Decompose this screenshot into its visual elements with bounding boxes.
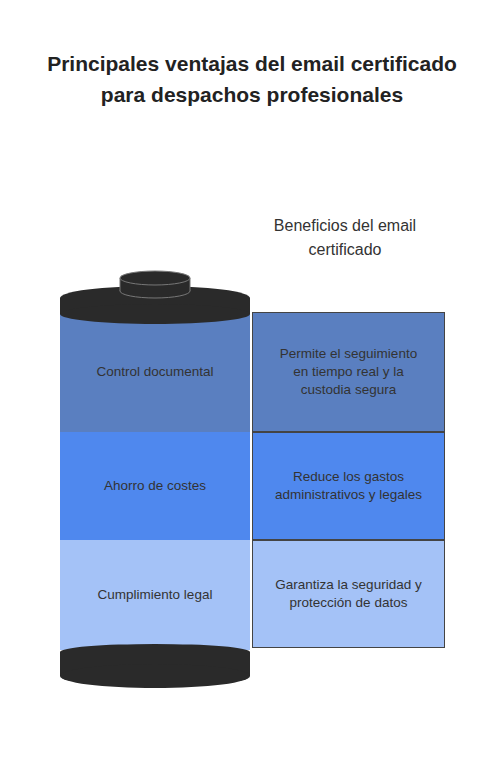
knob-base: [120, 284, 190, 298]
base-bottom: [60, 664, 250, 688]
knob-edge: [120, 278, 121, 291]
node-text: Cumplimiento legal: [70, 586, 240, 604]
node-text: Reduce los gastos administrativos y lega…: [274, 468, 424, 504]
node-text: Garantiza la seguridad y protección de d…: [274, 576, 424, 612]
knob-top: [120, 271, 190, 285]
benefit-box: Permite el seguimiento en tiempo real y …: [252, 312, 445, 432]
cylinder-band: Ahorro de costes: [60, 432, 250, 540]
base-side: [60, 652, 250, 676]
column-heading: Beneficios del email certificado: [270, 214, 420, 262]
cylinder-band: Control documental: [60, 312, 250, 432]
cylinder-band: Cumplimiento legal: [60, 540, 250, 650]
benefit-box: Reduce los gastos administrativos y lega…: [252, 432, 445, 540]
node-text: Ahorro de costes: [70, 477, 240, 495]
node-text: Permite el seguimiento en tiempo real y …: [274, 345, 424, 399]
cap-top: [60, 286, 250, 310]
knob-edge: [190, 278, 191, 291]
diagram-title: Principales ventajas del email certifica…: [30, 48, 474, 110]
benefit-box: Garantiza la seguridad y protección de d…: [252, 540, 445, 648]
knob-side: [120, 278, 190, 291]
node-text: Control documental: [70, 363, 240, 381]
